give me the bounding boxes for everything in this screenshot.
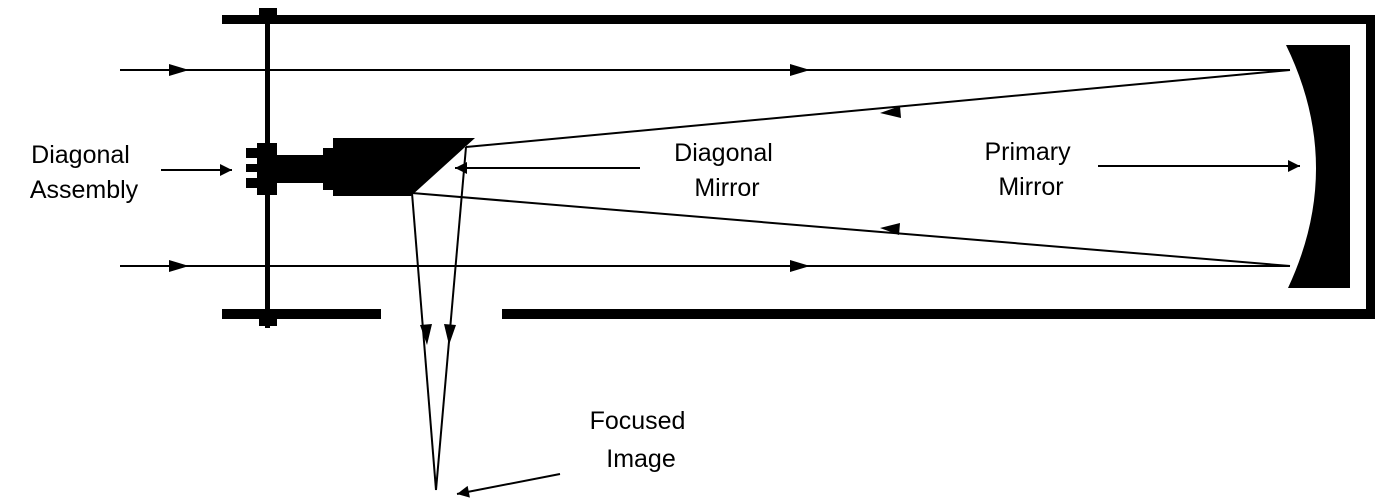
primary-mirror-label-line-1: Primary — [984, 138, 1071, 166]
primary-mirror-label-line-2: Mirror — [998, 173, 1063, 201]
ray-arrowhead — [790, 64, 810, 76]
focused-image-pointer-arrow — [456, 473, 561, 498]
tube-top-wall — [222, 15, 1375, 24]
primary-mirror — [1286, 45, 1350, 288]
vane-clamp-top — [259, 8, 277, 23]
diagonal-mirror-label-line-1: Diagonal — [674, 139, 773, 167]
focused-image-label-line-2: Image — [606, 445, 675, 473]
diagonal-mirror-label: Diagonal Mirror — [674, 139, 780, 202]
label-pointers — [161, 160, 1300, 498]
tube-end-cap — [1366, 15, 1375, 319]
stalk — [277, 155, 325, 183]
hub-block — [257, 143, 277, 195]
stalk-collar — [323, 148, 335, 190]
diagonal-assembly-label-line-1: Diagonal — [31, 141, 130, 169]
hub-tab-1 — [246, 148, 257, 158]
ray-arrowhead — [880, 106, 901, 118]
diagonal-mirror-label-line-2: Mirror — [694, 174, 759, 202]
hub-tab-3 — [246, 178, 257, 188]
ray-arrowhead — [169, 64, 189, 76]
focus-ray-right — [435, 146, 467, 491]
diagonal-assembly-label-line-2: Assembly — [30, 176, 139, 204]
reflected-ray-bottom — [411, 192, 1291, 267]
ray-arrowhead — [420, 324, 432, 345]
ray-arrowhead — [790, 260, 810, 272]
focused-image-label: Focused Image — [590, 407, 693, 473]
diagonal-assembly-label: Diagonal Assembly — [30, 141, 139, 204]
tube-bottom-wall-left — [222, 309, 381, 319]
tube-bottom-wall-right — [502, 309, 1375, 319]
vane-clamp-bottom — [259, 312, 277, 326]
spider-vane-assembly — [246, 8, 335, 328]
ray-arrowhead — [444, 324, 456, 345]
focus-ray-left — [411, 192, 437, 491]
ray-arrowhead — [169, 260, 189, 272]
primary-mirror-label: Primary Mirror — [984, 138, 1077, 201]
ray-arrowhead — [880, 223, 900, 235]
light-rays — [120, 69, 1291, 491]
diagonal-mirror-holder — [333, 138, 475, 196]
reflected-ray-top — [465, 69, 1291, 148]
focused-image-label-line-1: Focused — [590, 407, 686, 435]
telescope-tube — [222, 15, 1375, 319]
ray-arrowheads — [169, 64, 901, 345]
hub-tab-2 — [246, 164, 257, 172]
